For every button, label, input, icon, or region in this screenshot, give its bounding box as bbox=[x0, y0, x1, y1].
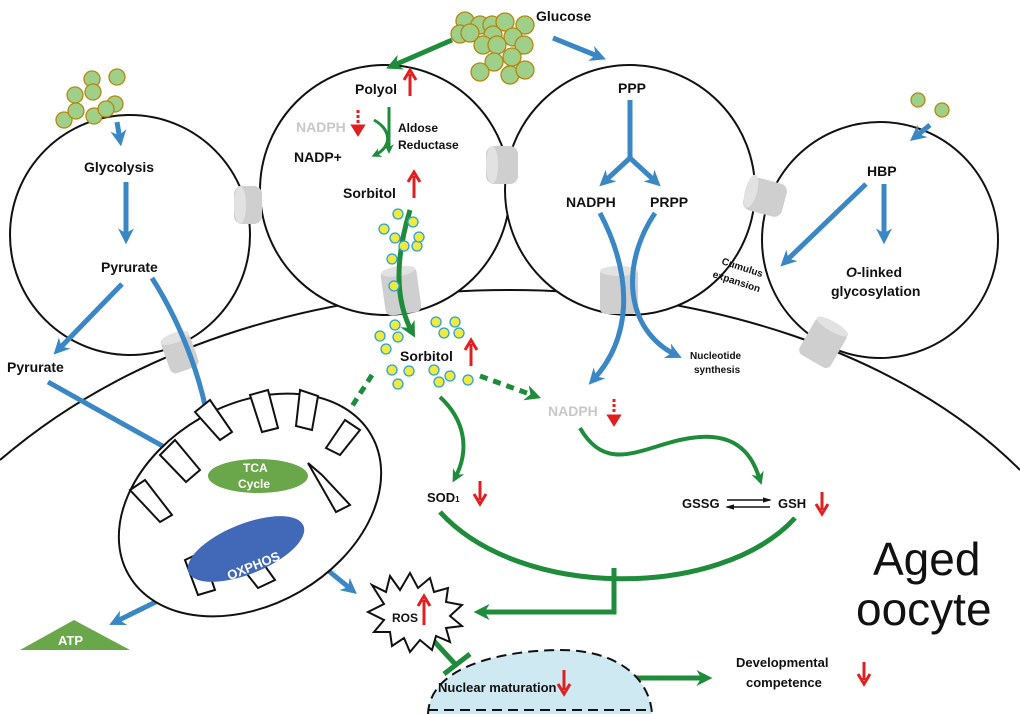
sod-subscript: 1 bbox=[455, 495, 460, 504]
arrow-ppp-prpp bbox=[628, 156, 661, 187]
arrow-to-glycolysis bbox=[110, 121, 127, 147]
reductase-label: Reductase bbox=[398, 138, 459, 152]
arrow-glucose-ppp bbox=[552, 35, 606, 61]
arrow-oocyte-pyrurate-tca bbox=[46, 379, 190, 462]
ros-label: ROS bbox=[392, 611, 418, 625]
sorbitol-dots bbox=[374, 208, 474, 390]
polyol-label: Polyol bbox=[355, 81, 397, 97]
gap-junction-3 bbox=[743, 174, 787, 217]
synthesis-label: synthesis bbox=[694, 365, 741, 376]
sod-text: SOD bbox=[427, 490, 455, 505]
gap-junction-1 bbox=[234, 186, 262, 224]
arrow-nadph-nadp bbox=[371, 118, 390, 157]
pyrurate-oocyte-label: Pyrurate bbox=[7, 359, 64, 375]
developmental-down-icon bbox=[856, 662, 872, 687]
gssg-label: GSSG bbox=[682, 496, 720, 511]
arrow-nadph-gsh bbox=[578, 426, 764, 485]
ros-starburst bbox=[365, 570, 465, 654]
developmental-label: Developmental bbox=[736, 655, 828, 670]
glycosylation-label: glycosylation bbox=[831, 283, 920, 299]
arrow-pyrurate-oocyte bbox=[53, 282, 124, 355]
glucose-cluster-top bbox=[450, 11, 535, 85]
sorbitol-cell-up-icon bbox=[406, 169, 422, 198]
line-to-ros bbox=[473, 568, 617, 621]
atp-label: ATP bbox=[58, 633, 83, 648]
nadph-label: NADPH bbox=[566, 194, 616, 210]
curve-sod-gsh bbox=[438, 510, 797, 582]
nucleotide-label: Nucleotide bbox=[690, 351, 742, 362]
ros-up-icon bbox=[416, 593, 432, 625]
sorbitol-cell-label: Sorbitol bbox=[343, 185, 396, 201]
glycolysis-label: Glycolysis bbox=[84, 159, 154, 175]
o-linked-label: O-linked bbox=[846, 264, 902, 280]
gsh-label: GSH bbox=[778, 496, 806, 511]
o-prefix: O bbox=[846, 264, 857, 280]
inhibit-bar bbox=[442, 652, 472, 676]
sorbitol-oocyte-label: Sorbitol bbox=[400, 348, 453, 364]
arrow-sorbitol-sod bbox=[438, 395, 466, 483]
nadp-plus-label: NADP+ bbox=[294, 149, 342, 165]
title-line-1: Aged bbox=[873, 533, 980, 585]
arrow-to-hbp bbox=[910, 123, 932, 141]
polyol-up-icon bbox=[402, 67, 418, 96]
prpp-label: PRPP bbox=[650, 194, 688, 210]
arrow-sorbitol-transfer bbox=[396, 209, 415, 338]
sod-down-icon bbox=[472, 481, 488, 507]
arrow-nadph-oocyte bbox=[588, 211, 627, 385]
cycle-label: Cycle bbox=[238, 477, 270, 491]
ppp-label: PPP bbox=[618, 80, 646, 96]
oocyte-membrane bbox=[0, 288, 1020, 471]
arrow-glucose-polyol bbox=[386, 37, 453, 70]
gsh-down-icon bbox=[814, 492, 830, 517]
glucose-cluster-left bbox=[55, 68, 126, 129]
nuclear-maturation-label: Nuclear maturation bbox=[438, 680, 557, 695]
competence-label: competence bbox=[746, 675, 822, 690]
arrow-sorbitol-nadph-dashed bbox=[479, 373, 542, 401]
tca-label: TCA bbox=[243, 461, 268, 475]
arrow-prpp-nucleotide bbox=[630, 211, 682, 358]
hbp-label: HBP bbox=[867, 163, 897, 179]
gap-junction-7 bbox=[799, 316, 849, 368]
title-line-2: oocyte bbox=[856, 583, 992, 635]
gap-junction-2 bbox=[486, 146, 518, 184]
nadph-cell-down-icon bbox=[350, 110, 366, 137]
nuclear-down-icon bbox=[556, 670, 572, 697]
arrow-hbp-cumulus bbox=[780, 182, 868, 267]
aldose-label: Aldose bbox=[398, 121, 438, 135]
linked-text: -linked bbox=[857, 264, 902, 280]
oxphos-node bbox=[187, 516, 305, 582]
atp-node bbox=[20, 620, 130, 650]
red-indicators bbox=[350, 67, 872, 697]
nadph-oocyte-label: NADPH bbox=[548, 403, 598, 419]
sorbitol-oocyte-up-icon bbox=[463, 337, 479, 366]
pyrurate-cell-label: Pyrurate bbox=[101, 259, 158, 275]
cumulus-cell-hbp bbox=[761, 121, 999, 359]
tca-cycle-node bbox=[208, 459, 308, 493]
glucose-label: Glucose bbox=[536, 8, 591, 24]
mitochondrion bbox=[117, 388, 383, 618]
inhibit-ros-nuclear bbox=[431, 638, 458, 667]
glucose-cluster-right bbox=[910, 92, 950, 118]
nadph-oocyte-down-icon bbox=[606, 399, 622, 427]
nucleus bbox=[428, 650, 652, 714]
sod-label: SOD1 bbox=[427, 490, 460, 505]
arrow-ppp-nadph bbox=[599, 156, 632, 187]
nadph-muted-label: NADPH bbox=[296, 119, 346, 135]
cumulus-cell-glycolysis bbox=[9, 114, 251, 356]
